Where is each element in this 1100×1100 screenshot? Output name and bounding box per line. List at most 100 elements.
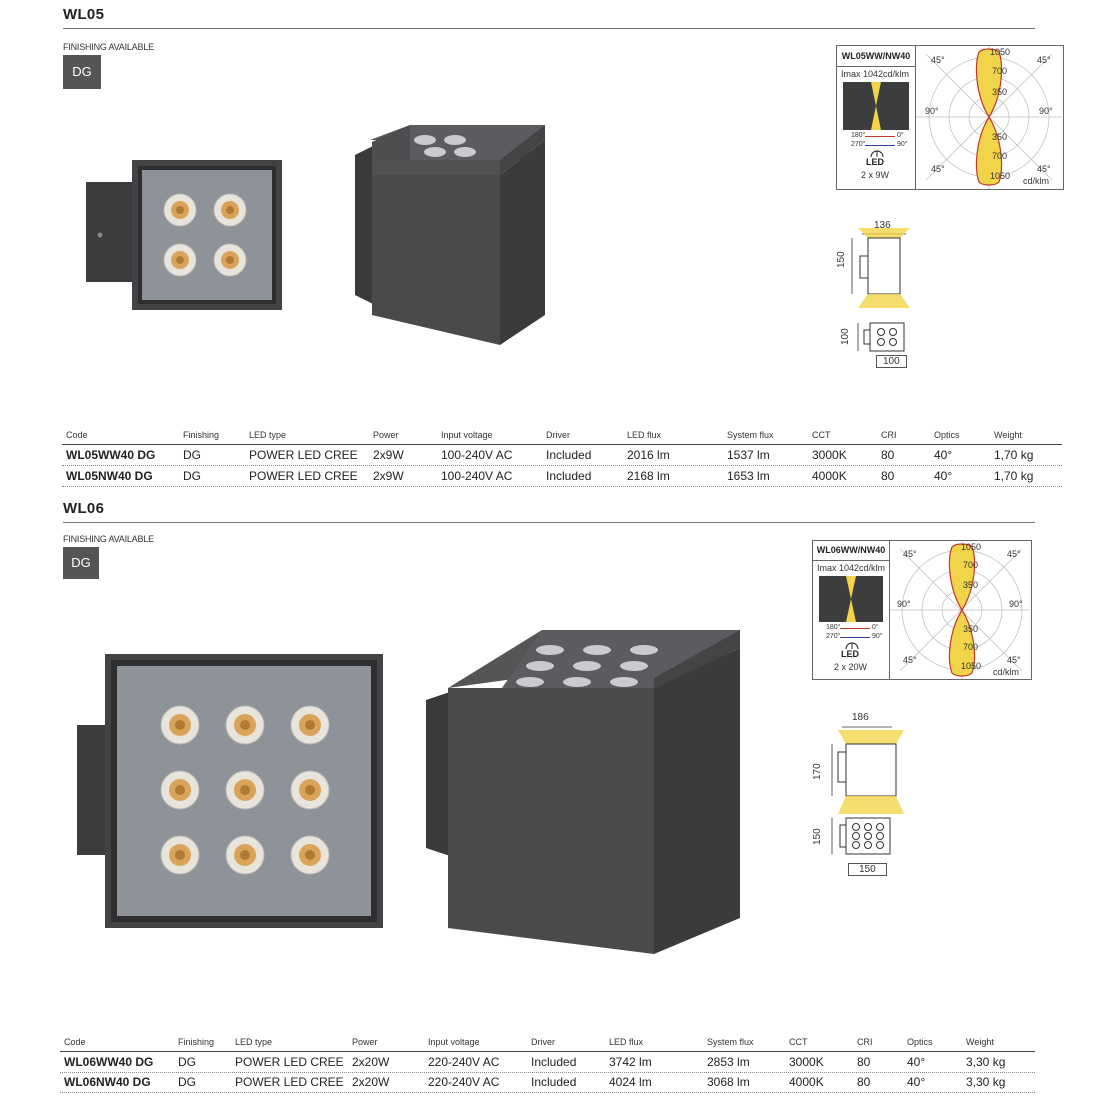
wl05-photometric-diagram: WL05WW/NW40 Imax 1042cd/klm 180° 0° 270°… bbox=[836, 45, 1064, 190]
finishing-label: FINISHING AVAILABLE bbox=[63, 42, 154, 52]
row-cell: 1,70 kg bbox=[994, 448, 1034, 462]
led-label: LED bbox=[866, 157, 884, 167]
row-divider bbox=[62, 486, 1062, 487]
scale-top-2: 350 bbox=[963, 580, 979, 590]
row-cell: 2168 lm bbox=[627, 469, 670, 483]
row-divider bbox=[62, 465, 1062, 466]
legend-line-a bbox=[840, 628, 870, 629]
scale-top-0: 1050 bbox=[990, 47, 1011, 57]
scale-bot-1: 700 bbox=[992, 151, 1008, 161]
legend-a-left: 180° bbox=[826, 624, 841, 631]
photometric-info-panel: WL06WW/NW40 Imax 1042cd/klm 180° 0° 270°… bbox=[813, 541, 890, 679]
row-cell: 80 bbox=[857, 1075, 871, 1089]
dim-width-top: 136 bbox=[874, 220, 891, 231]
col-header: Optics bbox=[934, 430, 960, 440]
polar-unit: cd/klm bbox=[1023, 176, 1050, 186]
angle-mid-left: 90° bbox=[897, 599, 911, 609]
section-title-wl06: WL06 bbox=[63, 500, 105, 517]
finishing-label: FINISHING AVAILABLE bbox=[63, 534, 154, 544]
row-cell: 2x9W bbox=[373, 469, 404, 483]
row-cell: 220-240V AC bbox=[428, 1055, 500, 1069]
angle-top-right: 45° bbox=[1007, 549, 1021, 559]
legend-b-left: 270° bbox=[826, 633, 841, 640]
polar-power: 2 x 9W bbox=[861, 170, 890, 180]
angle-top-left: 45° bbox=[903, 549, 917, 559]
row-cell: 80 bbox=[881, 469, 895, 483]
col-header: System flux bbox=[707, 1037, 754, 1047]
wl05-top-dimension-drawing bbox=[857, 322, 905, 352]
led-icon bbox=[870, 150, 884, 158]
row-cell: 40° bbox=[934, 448, 953, 462]
wl05-front-view-image bbox=[86, 160, 282, 310]
beam-thumbnail bbox=[819, 576, 883, 622]
angle-top-right: 45° bbox=[1037, 55, 1051, 65]
row-cell: 2x20W bbox=[352, 1055, 390, 1069]
row-code: WL05WW40 DG bbox=[66, 448, 156, 462]
row-cell: POWER LED CREE bbox=[249, 469, 358, 483]
row-cell: 1,70 kg bbox=[994, 469, 1034, 483]
col-header: Input voltage bbox=[441, 430, 493, 440]
row-cell: 40° bbox=[907, 1055, 926, 1069]
row-cell: 3742 lm bbox=[609, 1055, 652, 1069]
row-cell: 3,30 kg bbox=[966, 1075, 1006, 1089]
row-cell: 2x20W bbox=[352, 1075, 390, 1089]
angle-bot-right: 45° bbox=[1007, 655, 1021, 665]
wl06-side-dimension-drawing bbox=[831, 726, 904, 814]
row-code: WL06WW40 DG bbox=[64, 1055, 154, 1069]
dim-depth: 100 bbox=[840, 328, 851, 345]
photometric-info-panel: WL05WW/NW40 Imax 1042cd/klm 180° 0° 270°… bbox=[837, 46, 916, 189]
legend-a-right: 0° bbox=[872, 624, 879, 631]
angle-bot-left: 45° bbox=[931, 164, 945, 174]
col-header: Driver bbox=[546, 430, 570, 440]
row-cell: POWER LED CREE bbox=[235, 1055, 344, 1069]
finishing-badge: DG bbox=[63, 547, 99, 579]
col-header: Code bbox=[66, 430, 88, 440]
row-cell: POWER LED CREE bbox=[249, 448, 358, 462]
row-code: WL06NW40 DG bbox=[64, 1075, 151, 1089]
col-header: Power bbox=[373, 430, 399, 440]
scale-bot-2: 1050 bbox=[961, 661, 982, 671]
header-rule bbox=[62, 444, 1062, 445]
row-cell: 2016 lm bbox=[627, 448, 670, 462]
beam-thumbnail bbox=[843, 82, 909, 130]
row-cell: 3000K bbox=[789, 1055, 824, 1069]
scale-bot-2: 1050 bbox=[990, 171, 1011, 181]
wl06-top-dimension-drawing bbox=[831, 817, 891, 855]
row-cell: 3000K bbox=[812, 448, 847, 462]
col-header: Code bbox=[64, 1037, 86, 1047]
scale-bot-0: 350 bbox=[992, 132, 1008, 142]
header-rule bbox=[60, 1051, 1035, 1052]
legend-line-a bbox=[865, 136, 895, 137]
row-cell: 1653 lm bbox=[727, 469, 770, 483]
col-header: Driver bbox=[531, 1037, 555, 1047]
row-cell: Included bbox=[531, 1075, 577, 1089]
row-cell: 100-240V AC bbox=[441, 448, 513, 462]
row-cell: 80 bbox=[881, 448, 895, 462]
col-header: LED flux bbox=[609, 1037, 644, 1047]
legend-b-left: 270° bbox=[851, 141, 866, 148]
led-label: LED bbox=[841, 649, 859, 659]
row-divider bbox=[60, 1072, 1035, 1073]
row-cell: 2853 lm bbox=[707, 1055, 750, 1069]
polar-curve-chart bbox=[890, 541, 1030, 679]
title-rule bbox=[63, 28, 1035, 29]
row-cell: 2x9W bbox=[373, 448, 404, 462]
row-cell: DG bbox=[183, 469, 201, 483]
scale-top-2: 350 bbox=[992, 87, 1008, 97]
photometric-code: WL05WW/NW40 bbox=[837, 46, 915, 67]
col-header: LED type bbox=[249, 430, 287, 440]
row-cell: 40° bbox=[907, 1075, 926, 1089]
row-cell: 4024 lm bbox=[609, 1075, 652, 1089]
row-cell: 4000K bbox=[789, 1075, 824, 1089]
wl05-side-dimension-drawing bbox=[851, 228, 910, 308]
col-header: Optics bbox=[907, 1037, 933, 1047]
legend-a-right: 0° bbox=[897, 132, 904, 139]
col-header: CCT bbox=[789, 1037, 808, 1047]
row-cell: DG bbox=[178, 1055, 196, 1069]
dim-depth: 150 bbox=[812, 828, 823, 845]
imax-label: Imax 1042cd/klm bbox=[841, 69, 910, 79]
title-rule bbox=[63, 522, 1035, 523]
scale-top-1: 700 bbox=[963, 560, 979, 570]
row-cell: 100-240V AC bbox=[441, 469, 513, 483]
dim-width-bottom: 150 bbox=[848, 863, 887, 876]
